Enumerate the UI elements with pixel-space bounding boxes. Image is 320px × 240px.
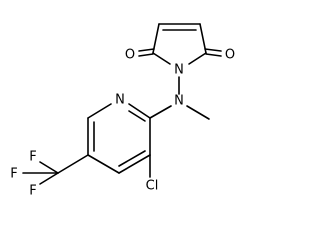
chemical-structure: O O N N N Cl F F F <box>10 23 235 199</box>
atom-fluorine-bottom: F <box>29 184 36 199</box>
atom-nitrogen-imide: N <box>174 63 184 78</box>
atom-fluorine-top: F <box>29 150 36 165</box>
bond-c4-c5 <box>199 23 207 54</box>
bond-py-c4-c3 <box>118 154 151 174</box>
bond-py-c5-c4 <box>87 154 120 174</box>
bond-py-c2-n1 <box>128 103 151 119</box>
bond-cf3-f-top <box>39 161 59 174</box>
bond-c2-o-left-double <box>138 48 155 52</box>
atom-oxygen-left: O <box>125 48 135 63</box>
bond-c2-c3 <box>152 23 160 54</box>
bond-n-pyridine-c2 <box>149 105 172 119</box>
bond-cf3-f-bottom <box>39 172 59 185</box>
bond-n-methyl <box>186 105 210 120</box>
bond-py-c2-n1-double <box>128 110 146 122</box>
bond-n1-c2 <box>152 52 171 65</box>
atom-fluorine-left: F <box>10 167 17 182</box>
atom-nitrogen-pyridine: N <box>115 93 125 108</box>
atom-nitrogen-amine: N <box>174 94 184 109</box>
bond-py-n1-c6 <box>87 103 112 119</box>
bond-c5-n1 <box>188 52 207 65</box>
bond-py-c4-c3-double <box>118 150 146 167</box>
atom-chlorine: Cl <box>146 179 159 194</box>
atom-oxygen-right: O <box>225 48 235 63</box>
bond-c5-o-right-double <box>204 48 222 52</box>
bond-c5-o-right <box>205 53 222 57</box>
bond-c2-o-left <box>138 53 154 57</box>
bond-c5-cf3 <box>57 154 89 174</box>
